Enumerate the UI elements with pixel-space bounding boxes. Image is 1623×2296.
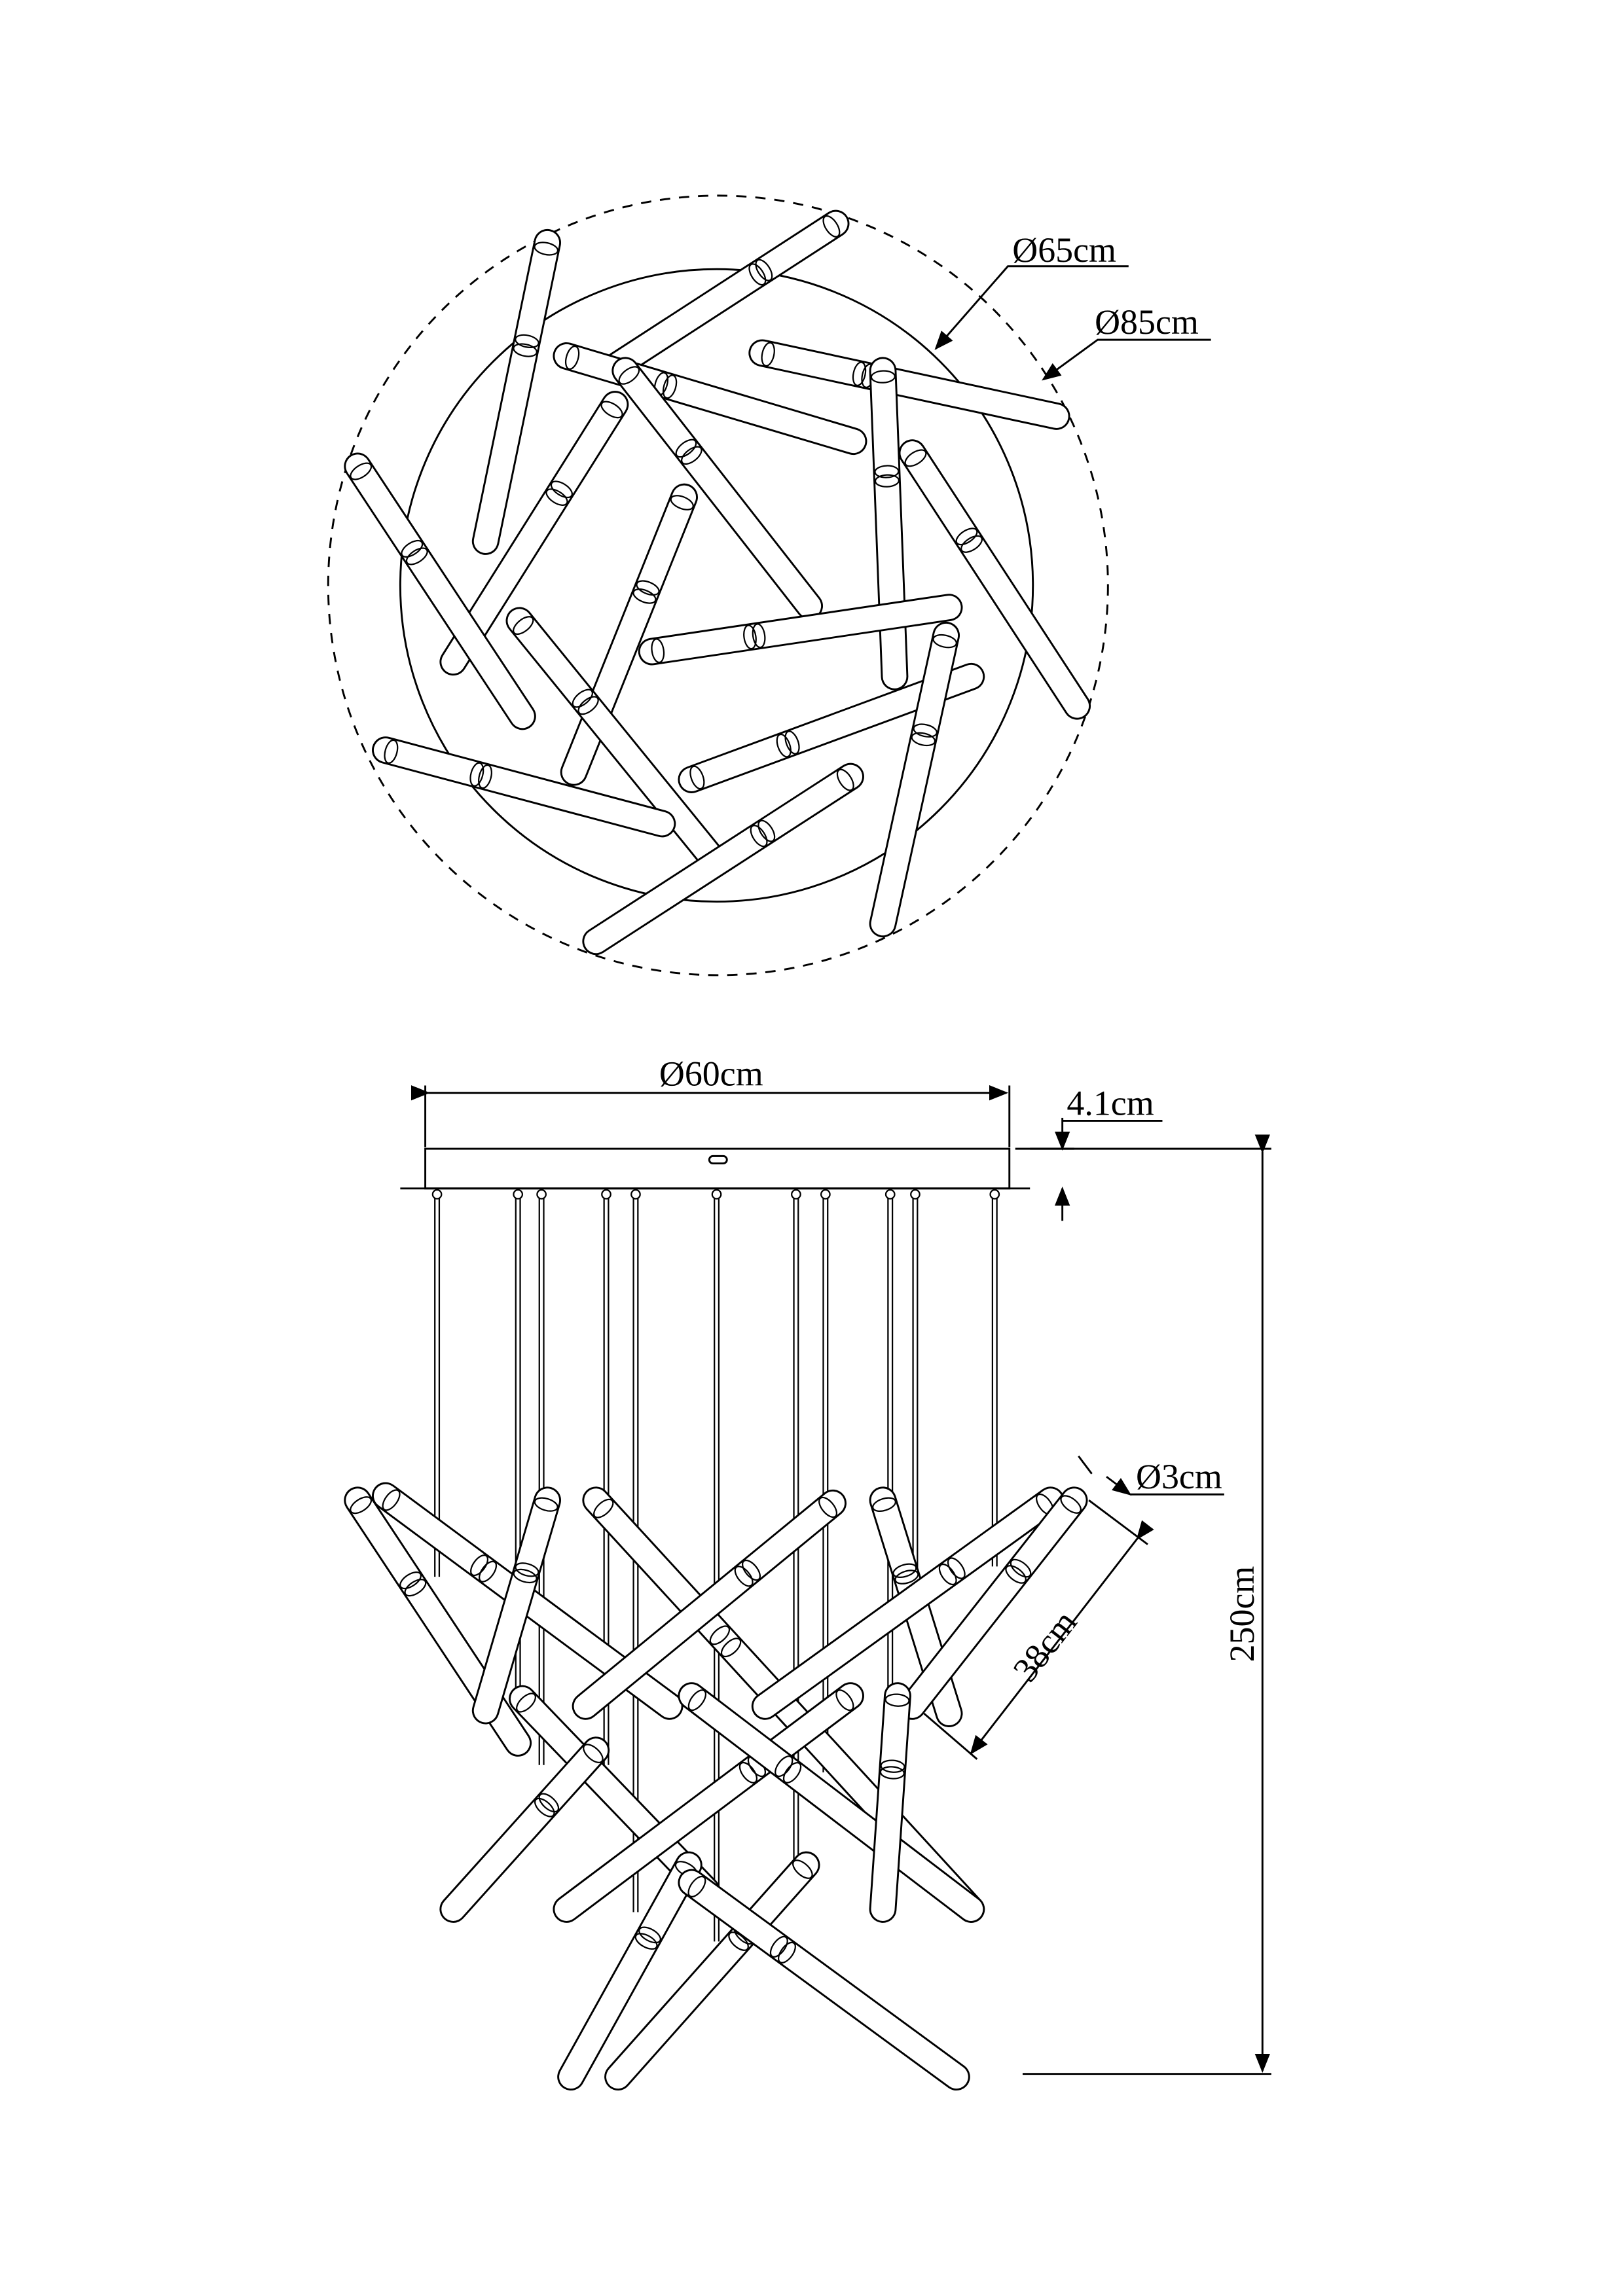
leader-65-line — [934, 265, 1129, 350]
label-250: 250cm — [1222, 1566, 1262, 1662]
canopy — [424, 1147, 1011, 1190]
tube — [638, 594, 963, 666]
label-65: Ø65cm — [1012, 230, 1116, 270]
tube — [582, 762, 864, 956]
side-tubes — [344, 1482, 1088, 2091]
tube — [604, 209, 850, 379]
top-tubes — [344, 209, 1091, 956]
inner-circle — [399, 268, 1034, 903]
tube — [372, 736, 676, 838]
tube — [751, 1486, 1065, 1720]
tube — [471, 1486, 562, 1725]
label-3: Ø3cm — [1136, 1457, 1222, 1496]
tube — [611, 357, 824, 620]
top-view: Ø65cm Ø85cm — [327, 194, 1211, 977]
tube — [748, 339, 1070, 430]
tube — [439, 1736, 610, 1923]
leader-85-line — [1042, 338, 1211, 381]
tube — [898, 439, 1091, 720]
tube — [869, 1682, 911, 1923]
label-85: Ø85cm — [1095, 302, 1199, 342]
tube — [471, 228, 562, 555]
side-view: Ø60cm 4.1cm 250cm Ø3cm 38cm — [344, 1054, 1271, 2091]
tube — [439, 391, 629, 676]
tube — [869, 621, 960, 938]
label-38: 38cm — [1005, 1603, 1084, 1689]
tube — [344, 452, 536, 730]
outer-circle-dashed — [327, 194, 1109, 977]
tube — [678, 1682, 985, 1923]
label-60: Ø60cm — [659, 1054, 763, 1093]
tube — [505, 607, 725, 870]
tube — [572, 1489, 847, 1720]
tube — [898, 1486, 1088, 1720]
label-4-1: 4.1cm — [1067, 1083, 1154, 1122]
tube — [678, 1869, 970, 2091]
